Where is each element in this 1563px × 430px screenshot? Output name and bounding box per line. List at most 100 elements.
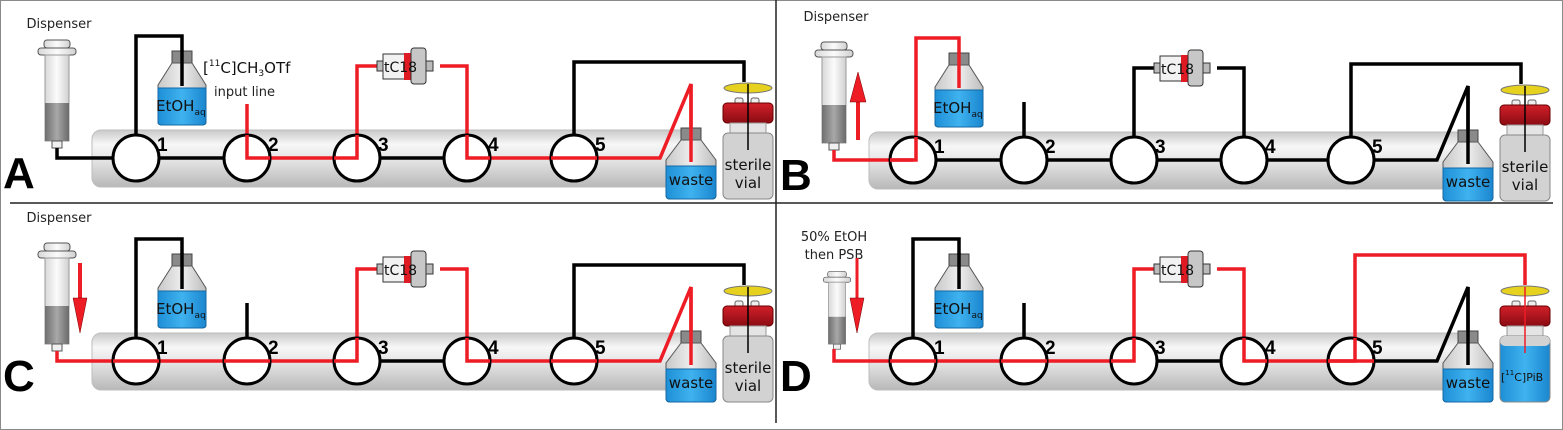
active-path-overlay bbox=[465, 135, 490, 160]
valve-number: 4 bbox=[488, 135, 499, 156]
dispenser-syringe bbox=[814, 41, 854, 151]
tube-valve3-cartridge bbox=[1132, 66, 1157, 160]
valve-body bbox=[1109, 135, 1159, 185]
cartridge-body bbox=[382, 256, 408, 283]
valve-body bbox=[999, 135, 1049, 185]
active-path-overlay bbox=[245, 135, 270, 160]
dispenser-label: 50% EtOH bbox=[801, 230, 867, 245]
tc18-cartridge: tC18 bbox=[1153, 250, 1211, 288]
active-path-overlay bbox=[334, 135, 359, 160]
valve-number: 1 bbox=[934, 137, 945, 158]
valve-number: 1 bbox=[157, 338, 168, 359]
valve-number: 4 bbox=[1265, 338, 1276, 359]
cartridge-label: tC18 bbox=[384, 263, 417, 279]
valve-number: 5 bbox=[595, 135, 606, 156]
bottle-liquid bbox=[934, 290, 984, 329]
cartridge-label: tC18 bbox=[1161, 263, 1194, 279]
active-path-overlay bbox=[334, 338, 359, 363]
valve-number: 5 bbox=[595, 338, 606, 359]
active-path-overlay bbox=[1111, 338, 1136, 363]
cartridge-band bbox=[404, 53, 412, 80]
bottle-label-subscript: aq bbox=[194, 108, 205, 118]
product-name: C]PiB bbox=[1514, 371, 1543, 384]
reagent-bottle: EtOHaq bbox=[156, 253, 207, 329]
syringe-flange bbox=[37, 250, 77, 259]
bottle-liquid bbox=[157, 290, 207, 329]
valve-body bbox=[111, 133, 161, 183]
waste-label: waste bbox=[669, 171, 713, 189]
valve-number: 1 bbox=[157, 135, 168, 156]
tube-valve3-cartridge bbox=[1132, 267, 1157, 361]
valve-number: 4 bbox=[488, 338, 499, 359]
valve-number: 5 bbox=[1372, 338, 1383, 359]
formula-end: OTf bbox=[264, 59, 291, 77]
valve-number: 1 bbox=[934, 338, 945, 359]
arrow-down-head bbox=[849, 297, 865, 334]
panel-letter: D bbox=[780, 352, 812, 401]
cartridge-body bbox=[1159, 55, 1185, 82]
cartridge-label: tC18 bbox=[1161, 62, 1194, 78]
waste-liquid bbox=[665, 165, 717, 200]
cartridge-outlet bbox=[425, 60, 434, 72]
tube-cartridge-valve4 bbox=[440, 267, 469, 361]
cartridge-outlet bbox=[1202, 62, 1211, 74]
formula-subscript: 3 bbox=[258, 69, 264, 79]
vial-label-line2: vial bbox=[735, 377, 761, 395]
cartridge-outlet bbox=[1202, 263, 1211, 275]
syringe-plunger bbox=[822, 105, 846, 143]
waste-label: waste bbox=[1446, 173, 1490, 191]
tube-valve5-vial bbox=[572, 60, 746, 135]
panel-letter: B bbox=[780, 151, 812, 200]
cartridge-band bbox=[1181, 256, 1189, 283]
cartridge-inlet bbox=[1153, 62, 1161, 74]
product-label: [11C]PiB bbox=[1501, 369, 1543, 384]
syringe-plunger-head bbox=[820, 41, 848, 51]
vial-label: sterile bbox=[725, 359, 772, 377]
waste-bottle: waste bbox=[1442, 330, 1494, 403]
vial-label-line2: vial bbox=[1512, 176, 1538, 194]
valve-number: 2 bbox=[1045, 338, 1056, 359]
syringe-plunger bbox=[45, 103, 69, 141]
syringe-plunger bbox=[828, 316, 846, 345]
tube-valve5-vial bbox=[1349, 62, 1523, 137]
valve-body bbox=[1219, 135, 1269, 185]
waste-liquid bbox=[665, 368, 717, 403]
dispenser-syringe bbox=[37, 39, 77, 149]
syringe-tip bbox=[828, 142, 840, 151]
bottle-label: EtOHaq bbox=[156, 97, 206, 118]
input-line-label-line2: input line bbox=[214, 85, 275, 100]
valve-number: 5 bbox=[1372, 137, 1383, 158]
active-path-overlay bbox=[465, 338, 490, 363]
tc18-cartridge: tC18 bbox=[376, 47, 434, 85]
tube-valve5-vial bbox=[572, 263, 746, 338]
cartridge-inlet bbox=[376, 263, 384, 275]
syringe-plunger-head bbox=[43, 39, 71, 49]
syringe-plunger bbox=[45, 306, 69, 344]
arrow-down-head bbox=[72, 297, 88, 334]
waste-liquid bbox=[1442, 368, 1494, 403]
syringe-flange bbox=[814, 49, 854, 58]
bottle-label-subscript: aq bbox=[971, 311, 982, 321]
valve-body bbox=[1326, 135, 1376, 185]
valve-number: 3 bbox=[1155, 338, 1166, 359]
dispenser-label: Dispenser bbox=[804, 10, 870, 25]
waste-label: waste bbox=[1446, 374, 1490, 392]
syringe-tip bbox=[833, 343, 841, 350]
waste-liquid bbox=[1442, 167, 1494, 202]
tube-syringe-valve1 bbox=[55, 148, 136, 160]
syringe-plunger-head bbox=[827, 271, 847, 278]
reagent-bottle: EtOHaq bbox=[933, 52, 984, 128]
reagent-bottle: EtOHaq bbox=[156, 50, 207, 126]
vial-label-line2: vial bbox=[735, 174, 761, 192]
valve-number: 4 bbox=[1265, 137, 1276, 158]
syringe-body bbox=[37, 242, 77, 352]
cartridge-inlet bbox=[376, 60, 384, 72]
cartridge-outlet bbox=[425, 263, 434, 275]
tube-cartridge-valve4 bbox=[440, 64, 469, 158]
valve-number: 3 bbox=[378, 135, 389, 156]
